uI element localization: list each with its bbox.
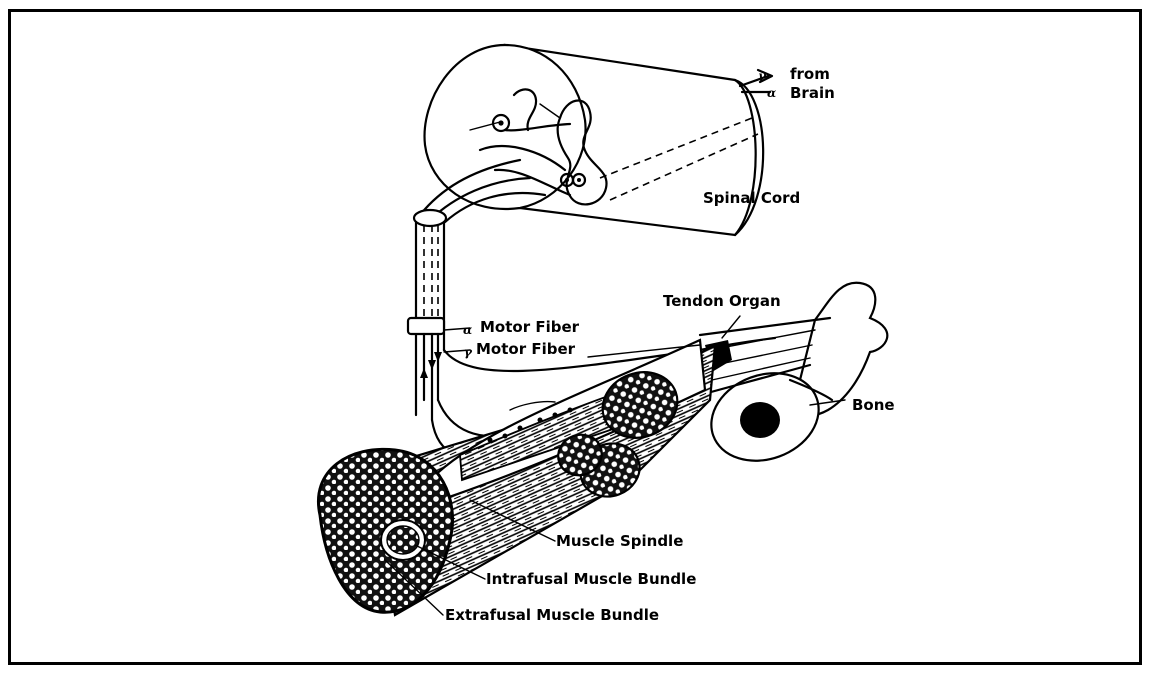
tendon-organ-label: Tendon Organ xyxy=(663,292,781,310)
alpha-from-brain-symbol: α xyxy=(767,86,776,100)
intrafusal-muscle-bundle-label: Intrafusal Muscle Bundle xyxy=(486,570,696,588)
gamma-motor-fiber-symbol: γ xyxy=(464,345,473,359)
extrafusal-muscle-bundle-label: Extrafusal Muscle Bundle xyxy=(445,606,659,624)
alpha-motor-fiber-symbol: α xyxy=(463,323,472,337)
gamma-motor-fiber-label: Motor Fiber xyxy=(476,340,576,358)
bone xyxy=(699,283,887,476)
muscle-spindle-label: Muscle Spindle xyxy=(556,532,683,550)
alpha-motor-fiber-label: Motor Fiber xyxy=(480,318,580,336)
bone-label: Bone xyxy=(852,396,895,414)
from-label: from xyxy=(790,65,830,83)
gamma-from-brain-symbol: γ xyxy=(758,69,767,83)
spinal-cord-label: Spinal Cord xyxy=(703,189,800,207)
brain-label: Brain xyxy=(790,84,835,102)
